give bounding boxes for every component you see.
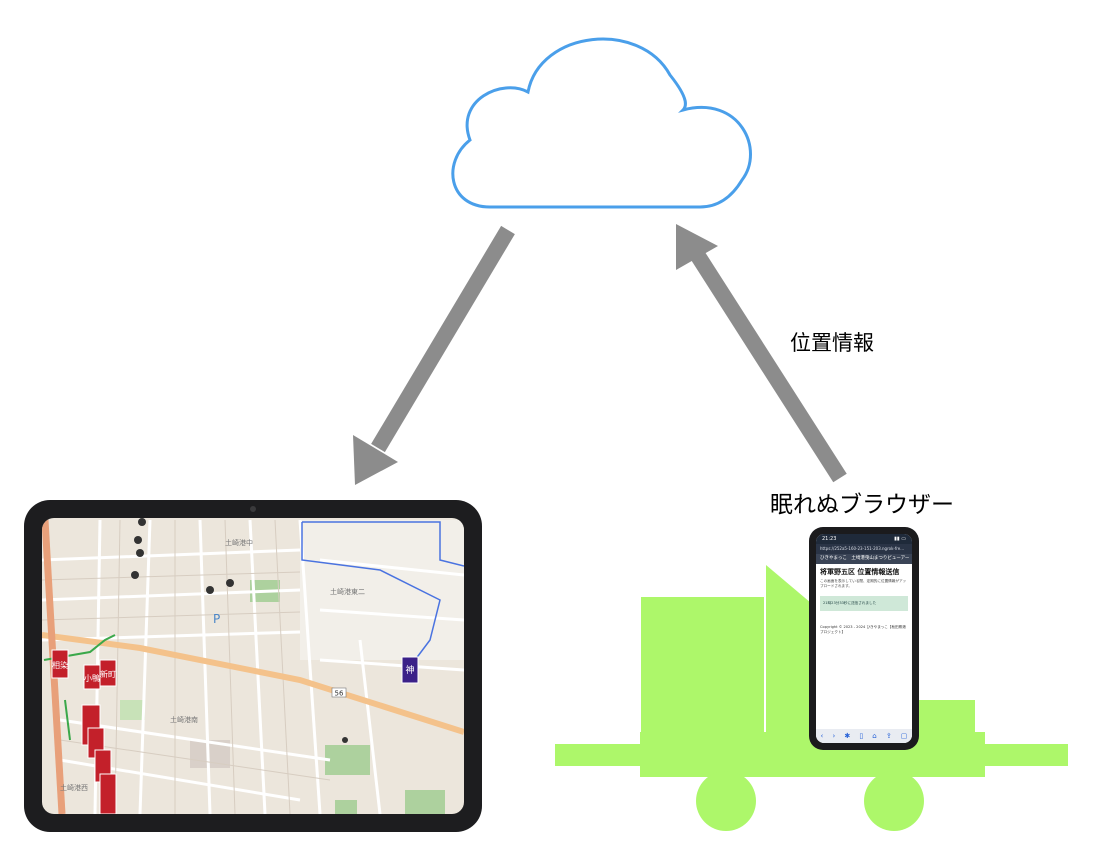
back-icon[interactable]: ‹ [820,732,824,740]
cloud-icon [451,37,752,209]
phone-description: この画面を表示している間、定期的に位置情報がアップロードされます。 [820,579,907,588]
phone-time: 21:23 [822,536,837,542]
signal-battery-icon: ▮▮ ▭ [894,536,906,542]
phone-toolbar: ‹ › ✱ ▯ ⌂ ⇪ ▢ [816,729,912,743]
float-label: 新町 [100,669,116,679]
phone-url-bar[interactable]: https://252a5-160-23-151-203.ngrok-fre..… [816,544,912,554]
float-label: 相染 [52,660,68,670]
phone-send-status: 21時23分33秒に送信されました [820,596,908,611]
settings-icon[interactable]: ✱ [844,732,851,740]
forward-icon[interactable]: › [832,732,836,740]
uplink-arrow [676,224,847,483]
tablet-icon: P 56 土崎港東二 土崎港中 土崎港西 土崎港南 相染 小鴨 新町 [24,500,482,832]
svg-text:P: P [213,612,220,626]
phone-heading: 将軍野五区 位置情報送信 [820,568,900,576]
location-info-label: 位置情報 [790,331,874,355]
phone-screen: 21:23 ▮▮ ▭ https://252a5-160-23-151-203.… [816,534,912,743]
home-icon[interactable]: ⌂ [872,732,877,740]
route-number: 56 [335,690,344,698]
map-place-label: 土崎港中 [225,538,253,547]
sleepless-browser-label: 眠れぬブラウザー [770,492,954,518]
float-label: 小鴨 [84,673,100,683]
smartphone-icon: 21:23 ▮▮ ▭ https://252a5-160-23-151-203.… [809,527,919,750]
phone-copyright: Copyright © 2023 - 2024 ひきやまっこ【秋田県港プロジェク… [820,625,906,634]
tabs-icon[interactable]: ▢ [900,732,908,740]
phone-status-bar: 21:23 ▮▮ ▭ [816,534,912,544]
map-place-label: 土崎港南 [170,715,198,724]
downlink-arrow [353,225,515,485]
shrine-marker: 神 [405,664,414,676]
float-markers: 相染 小鴨 新町 [51,649,117,814]
book-icon[interactable]: ▯ [859,732,864,740]
phone-tab-title: ひきやまっこ 土崎港曳山まつりビューアー [816,554,912,564]
map-screen: P 56 土崎港東二 土崎港中 土崎港西 土崎港南 相染 小鴨 新町 [42,518,464,814]
share-icon[interactable]: ⇪ [885,732,892,740]
map-place-label: 土崎港東二 [330,587,365,596]
map-place-label: 土崎港西 [60,783,88,792]
